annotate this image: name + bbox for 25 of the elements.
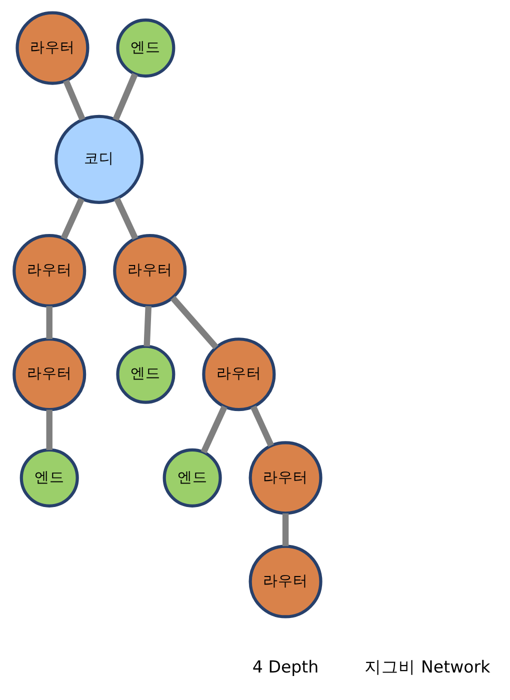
node-circle: 엔드 <box>162 448 222 508</box>
node-circle: 코디 <box>54 114 144 204</box>
connector <box>250 405 274 447</box>
node-circle: 라우터 <box>248 544 322 618</box>
node-circle: 엔드 <box>116 344 175 404</box>
node-circle: 라우터 <box>112 234 186 308</box>
connector <box>200 405 227 454</box>
label: 지그비 Network <box>364 657 490 676</box>
connector <box>114 197 138 240</box>
node-circle: 엔드 <box>19 448 78 508</box>
node-circle: 라우터 <box>15 11 89 85</box>
node-circle: 라우터 <box>248 441 322 515</box>
connector <box>46 306 52 339</box>
connector <box>62 79 85 121</box>
connector <box>143 306 152 346</box>
node-circle: 라우터 <box>202 338 276 412</box>
connector <box>112 72 138 121</box>
node-circle: 라우터 <box>12 338 86 412</box>
node-circle: 엔드 <box>116 18 175 78</box>
label: 4 Depth <box>252 657 318 676</box>
connector <box>46 410 52 450</box>
connector <box>170 296 218 350</box>
connector <box>282 513 288 546</box>
node-circle: 라우터 <box>12 234 86 308</box>
connector <box>60 198 84 240</box>
